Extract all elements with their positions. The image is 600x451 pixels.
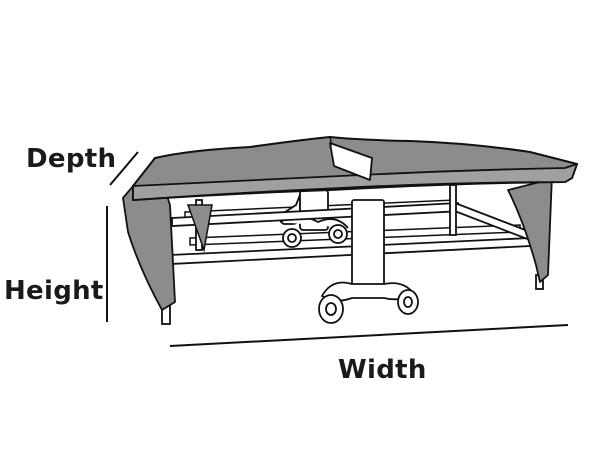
front-frame [169, 201, 535, 265]
depth-dimension-line [109, 151, 139, 186]
width-dimension-line [169, 324, 569, 347]
cover-net-fold [329, 142, 373, 181]
cover-center-seam [329, 136, 332, 149]
depth-label: Depth [26, 144, 117, 174]
height-label: Height [4, 276, 104, 306]
width-label: Width [338, 355, 427, 385]
front-caster-assembly [318, 199, 419, 324]
cover-top-front-edge [132, 163, 578, 201]
right-cover-flap [507, 174, 553, 283]
left-cover-flap-inner [186, 204, 213, 253]
